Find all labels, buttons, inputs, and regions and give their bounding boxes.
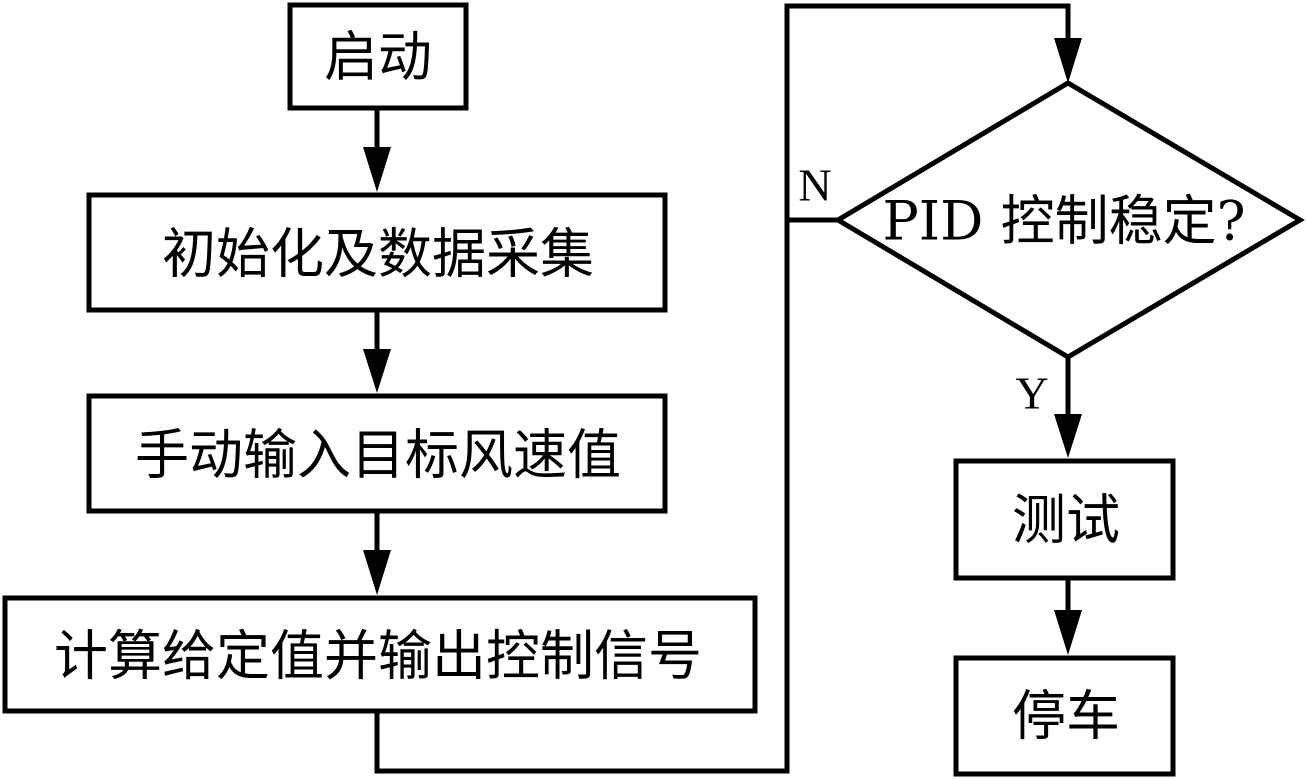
node-test: 测试	[953, 458, 1176, 581]
branch-label-yes: Y	[1015, 368, 1048, 419]
node-input-box	[86, 393, 668, 514]
node-input-label: 手动输入目标风速值	[135, 424, 621, 487]
node-stop-label: 停车	[1012, 685, 1120, 748]
node-test-box	[953, 458, 1176, 581]
arrowhead-icon	[363, 550, 391, 595]
node-compute-box	[2, 595, 758, 714]
edge-decision-no: N	[787, 160, 838, 223]
arrowhead-icon	[1054, 38, 1082, 83]
node-decision-label: PID 控制稳定?	[882, 190, 1245, 253]
node-init-label: 初始化及数据采集	[162, 223, 594, 286]
node-init-box	[86, 192, 668, 313]
node-stop: 停车	[953, 655, 1176, 777]
node-start: 启动	[287, 2, 469, 111]
node-test-label: 测试	[1012, 489, 1120, 552]
node-start-label: 启动	[324, 26, 432, 89]
edge-test-stop	[1054, 578, 1082, 655]
node-stop-box	[953, 655, 1176, 777]
node-init: 初始化及数据采集	[86, 192, 668, 313]
node-input: 手动输入目标风速值	[86, 393, 668, 514]
edge-init-input	[363, 310, 391, 393]
node-compute-label: 计算给定值并输出控制信号	[54, 625, 702, 688]
arrowhead-icon	[363, 349, 391, 393]
arrowhead-icon	[1054, 414, 1082, 458]
arrowhead-icon	[1054, 610, 1082, 655]
edge-input-compute	[363, 511, 391, 595]
edge-compute-decision	[374, 3, 1082, 774]
node-decision: PID 控制稳定?	[833, 80, 1305, 360]
edge-decision-yes: Y	[1015, 357, 1082, 458]
arrowhead-icon	[363, 147, 391, 192]
edge-compute-decision-line	[374, 3, 1071, 774]
branch-label-no: N	[798, 160, 831, 211]
edge-start-init	[363, 108, 391, 192]
node-compute: 计算给定值并输出控制信号	[2, 595, 758, 714]
